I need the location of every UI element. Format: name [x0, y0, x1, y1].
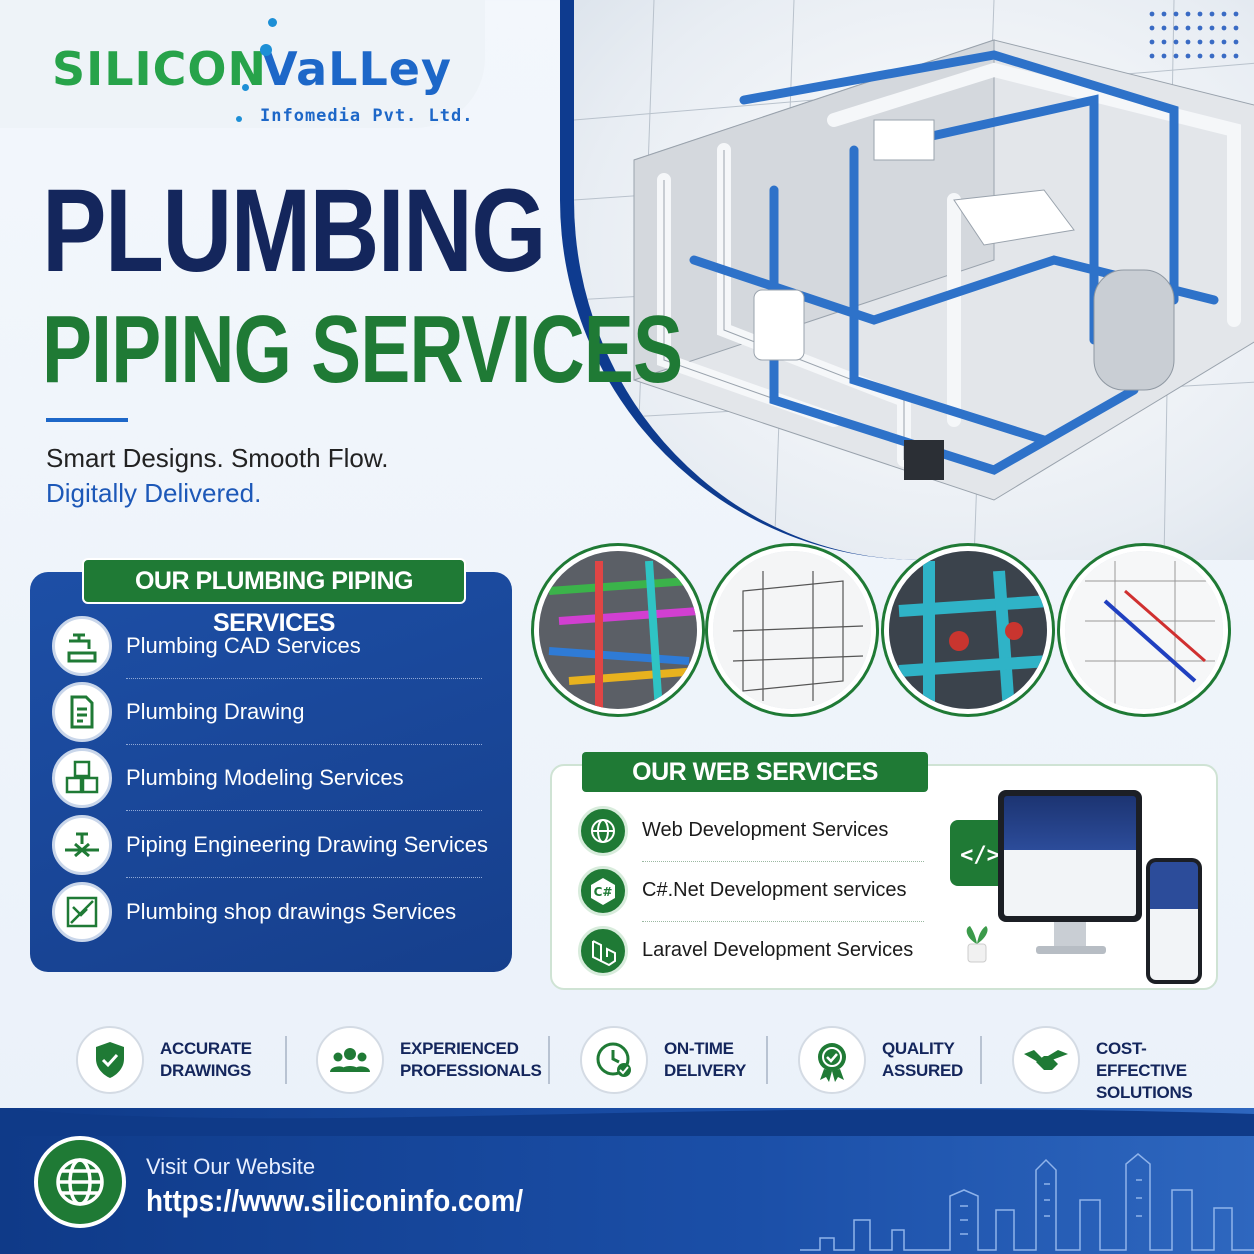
web-service-label: C#.Net Development services [642, 879, 907, 901]
feature-line-1: QUALITY [882, 1039, 955, 1058]
web-service-item-csharp: C# C#.Net Development services [578, 866, 928, 916]
web-service-label: Web Development Services [642, 819, 889, 841]
plumbing-services-title: OUR PLUMBING PIPING SERVICES [82, 558, 466, 637]
cubes-icon [52, 748, 112, 808]
blueprint-icon [52, 882, 112, 942]
svg-text:</>: </> [960, 843, 1000, 868]
thumbnail-colored-pipes [534, 546, 702, 714]
logo-dot [260, 44, 272, 56]
feature-line-2: PROFESSIONALS [400, 1061, 542, 1080]
headline-plumbing: PLUMBING [42, 165, 547, 297]
web-service-divider [642, 861, 924, 862]
web-service-item-laravel: Laravel Development Services [578, 926, 928, 976]
feature-divider [980, 1036, 982, 1084]
tagline-line-1: Smart Designs. Smooth Flow. [46, 443, 389, 473]
footer-globe-icon [34, 1136, 126, 1228]
web-services-title: OUR WEB SERVICES [582, 752, 928, 792]
monitor-mockup [998, 790, 1142, 922]
feature-divider [766, 1036, 768, 1084]
wireframe-image [713, 551, 871, 709]
thumbnail-blue-pipes [884, 546, 1052, 714]
logo-dot [242, 84, 249, 91]
thumbnail-pipe-drawing [1060, 546, 1228, 714]
service-label: Plumbing shop drawings Services [126, 899, 457, 924]
handshake-icon [1012, 1026, 1080, 1094]
headline-piping-services: PIPING SERVICES [42, 296, 683, 403]
hero-render-image [560, 0, 1254, 560]
footer-wave [0, 1108, 1254, 1136]
logo-dot [268, 18, 277, 27]
web-service-label: Laravel Development Services [642, 939, 914, 961]
monitor-stand [1054, 922, 1086, 948]
web-service-item-web-dev: Web Development Services [578, 806, 928, 856]
colored-pipes-image [539, 551, 697, 709]
logo-dot [236, 116, 242, 122]
people-icon [316, 1026, 384, 1094]
service-label: Plumbing Modeling Services [126, 765, 404, 790]
feature-line-1: EXPERIENCED [400, 1039, 519, 1058]
phone-mockup [1146, 858, 1202, 984]
plumbing-render-illustration [574, 0, 1254, 560]
laravel-icon [578, 926, 628, 976]
svg-text:C#: C# [594, 885, 613, 899]
csharp-icon: C# [578, 866, 628, 916]
feature-line-2: ASSURED [882, 1061, 964, 1080]
quality-badge-icon [798, 1026, 866, 1094]
feature-line-2: SOLUTIONS [1096, 1083, 1193, 1102]
faucet-icon [52, 616, 112, 676]
logo-subtitle: Infomedia Pvt. Ltd. [260, 106, 474, 126]
feature-line-1: ACCURATE [160, 1039, 252, 1058]
service-divider [126, 877, 482, 878]
clock-check-icon [580, 1026, 648, 1094]
feature-line-1: COST-EFFECTIVE [1096, 1039, 1187, 1080]
service-divider [126, 678, 482, 679]
feature-divider [548, 1036, 550, 1084]
service-label: Plumbing CAD Services [126, 633, 361, 658]
service-label: Plumbing Drawing [126, 699, 305, 724]
service-item-plumbing-modeling: Plumbing Modeling Services [52, 748, 492, 808]
document-icon [52, 682, 112, 742]
pipe-drawing-image [1065, 551, 1223, 709]
logo-word-silicon: SILICON [52, 42, 268, 96]
valve-icon [52, 815, 112, 875]
logo-word-valley: VaLLey [262, 42, 452, 96]
logo-card [0, 0, 485, 128]
service-label: Piping Engineering Drawing Services [126, 832, 488, 857]
service-item-shop-drawings: Plumbing shop drawings Services [52, 882, 492, 942]
headline-underline [46, 418, 128, 422]
tagline-line-2: Digitally Delivered. [46, 478, 262, 508]
blue-pipes-image [889, 551, 1047, 709]
service-divider [126, 744, 482, 745]
monitor-base [1036, 946, 1106, 954]
service-item-plumbing-drawing: Plumbing Drawing [52, 682, 492, 742]
plant-decoration [958, 920, 996, 964]
thumbnail-wireframe [708, 546, 876, 714]
city-skyline-decoration [800, 1153, 1254, 1251]
globe-icon [578, 806, 628, 856]
feature-line-1: ON-TIME [664, 1039, 734, 1058]
decorative-dot-grid [1149, 11, 1239, 59]
footer-visit-label: Visit Our Website [146, 1154, 316, 1179]
service-item-piping-engineering: Piping Engineering Drawing Services [52, 815, 492, 875]
feature-line-2: DELIVERY [664, 1061, 746, 1080]
feature-divider [285, 1036, 287, 1084]
footer-website-link[interactable]: https://www.siliconinfo.com/ [146, 1183, 524, 1218]
shield-check-icon [76, 1026, 144, 1094]
web-service-divider [642, 921, 924, 922]
service-divider [126, 810, 482, 811]
feature-line-2: DRAWINGS [160, 1061, 252, 1080]
service-item-plumbing-cad: Plumbing CAD Services [52, 616, 492, 676]
